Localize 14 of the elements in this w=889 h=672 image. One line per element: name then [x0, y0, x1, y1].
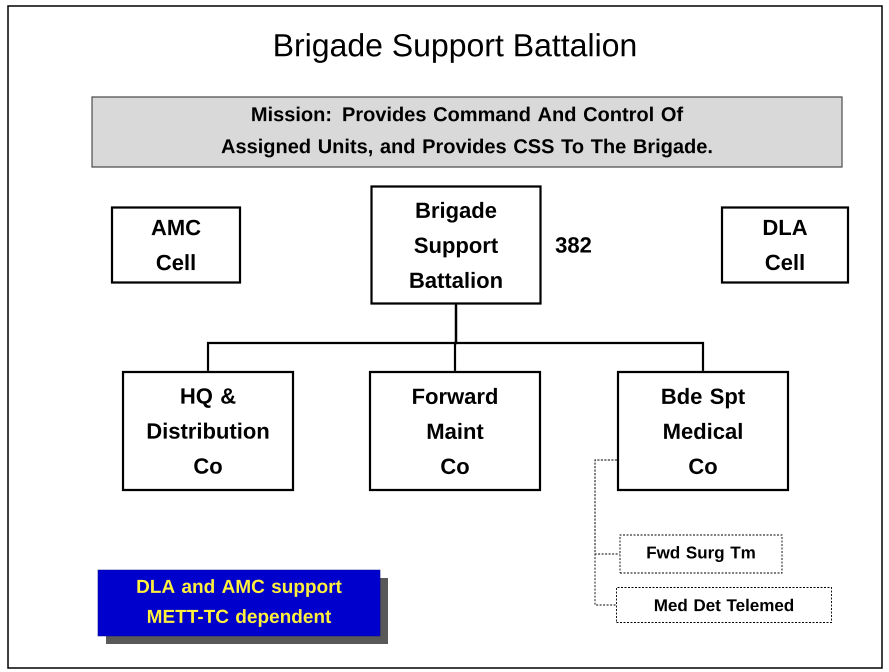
unit-box: AMC Cell: [110, 206, 242, 284]
unit-number: 382: [556, 237, 591, 253]
note-box: DLA and AMC support METT-TC dependent: [98, 570, 380, 636]
team-box: Fwd Surg Tm: [620, 534, 782, 574]
unit-box: Bde Spt Medical Co: [616, 370, 790, 492]
title: Brigade Support Battalion: [275, 33, 636, 63]
mission-box: Mission: Provides Command And Control Of Assigned Units, and Provides CSS To The Brigade.: [91, 96, 843, 168]
team-box: Med Det Telemed: [616, 587, 832, 623]
unit-box: Brigade Support Battalion: [370, 185, 542, 305]
connector: [594, 460, 618, 606]
unit-box: HQ & Distribution Co: [122, 370, 294, 492]
unit-box: Forward Maint Co: [368, 370, 542, 492]
unit-box: DLA Cell: [720, 206, 850, 284]
connector: [454, 304, 704, 371]
